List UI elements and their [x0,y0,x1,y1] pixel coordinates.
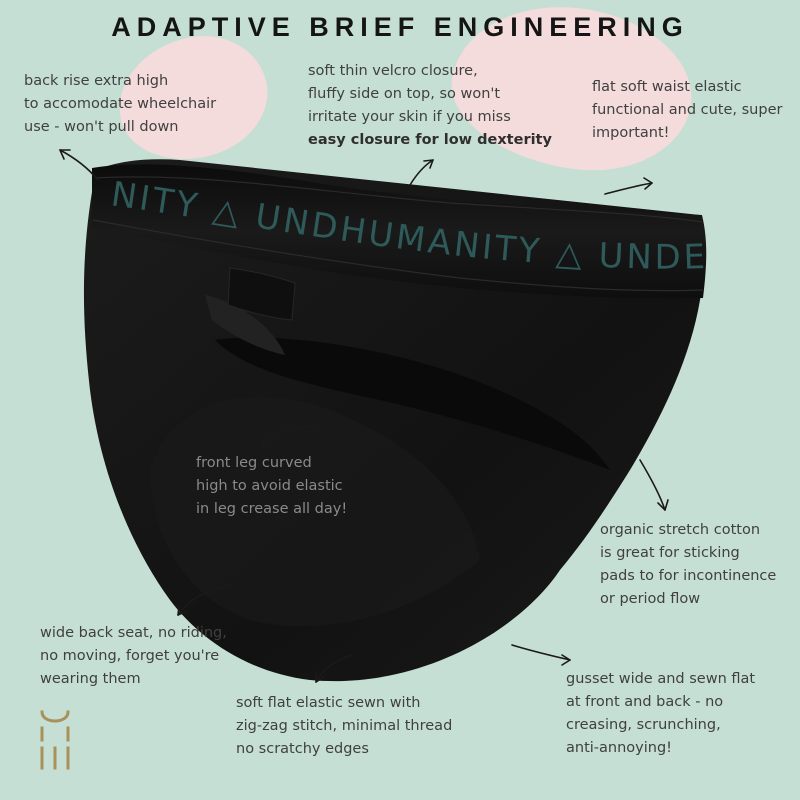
note-line: at front and back - no [566,694,724,710]
note-gusset: gusset wide and sewn flat at front and b… [566,668,755,760]
note-back-seat: wide back seat, no riding, no moving, fo… [40,622,227,691]
note-line: or period flow [600,591,701,607]
note-line: in leg crease all day! [196,501,348,517]
note-line: zig-zag stitch, minimal thread [236,718,453,734]
waistband-stitch-top [94,176,703,223]
note-line: gusset wide and sewn flat [566,671,756,687]
note-line: creasing, scrunching, [566,717,721,733]
note-velcro: soft thin velcro closure, fluffy side on… [308,60,552,152]
note-line: no scratchy edges [236,741,369,757]
page-title: ADAPTIVE BRIEF ENGINEERING [111,12,689,42]
note-waist-elastic: flat soft waist elastic functional and c… [592,76,782,145]
leg-opening [215,337,610,470]
note-line: use - won't pull down [24,119,179,135]
note-line: fluffy side on top, so won't [308,86,501,102]
gusset-panel [205,295,285,355]
note-line-emphasis: easy closure for low dexterity [308,132,552,148]
note-line: back rise extra high [24,73,169,89]
note-line: anti-annoying! [566,740,672,756]
note-line: is great for sticking [600,545,740,561]
note-line: irritate your skin if you miss [308,109,511,125]
note-cotton: organic stretch cotton is great for stic… [600,519,776,611]
back-seat [150,396,480,627]
note-line: soft thin velcro closure, [308,63,478,79]
note-flat-elastic: soft flat elastic sewn with zig-zag stit… [236,692,452,761]
note-line: flat soft waist elastic [592,79,742,95]
note-line: pads to for incontinence [600,568,777,584]
note-line: wearing them [40,671,141,687]
velcro-tab [227,267,296,321]
waistband [92,164,707,299]
note-line: to accomodate wheelchair [24,96,217,112]
note-line: wide back seat, no riding, [40,625,227,641]
note-back-rise: back rise extra high to accomodate wheel… [24,70,216,139]
brand-logo-icon [40,710,70,770]
note-line: no moving, forget you're [40,648,220,664]
waistband-stitch-bottom [92,219,704,292]
note-line: organic stretch cotton [600,522,761,538]
note-line: front leg curved [196,455,312,471]
note-line: high to avoid elastic [196,478,343,494]
note-line: functional and cute, super [592,102,783,118]
note-front-leg: front leg curved high to avoid elastic i… [196,452,347,521]
note-line: soft flat elastic sewn with [236,695,421,711]
note-line: important! [592,125,670,141]
